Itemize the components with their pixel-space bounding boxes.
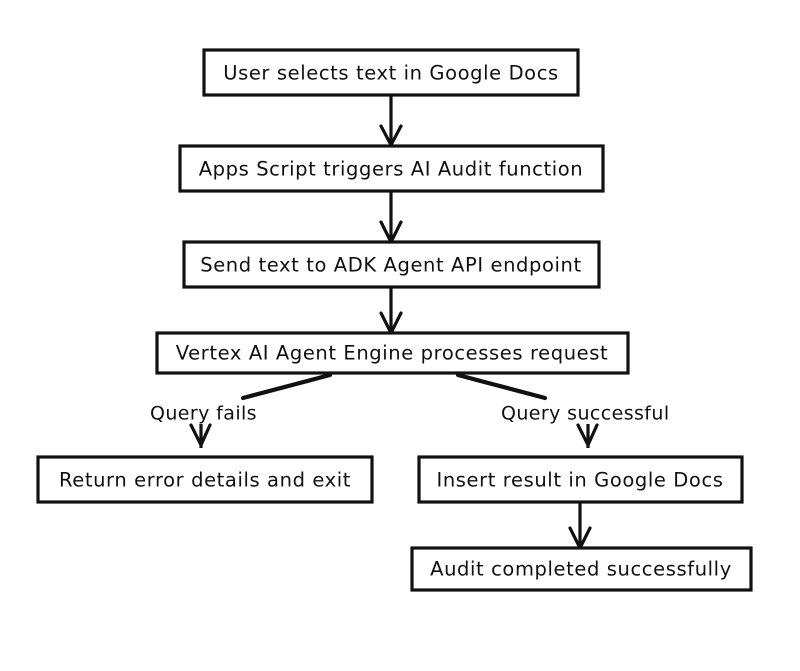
node-user-selects-text[interactable]: User selects text in Google Docs: [202, 48, 580, 97]
node-box: [410, 546, 753, 592]
edge-label-query-fails: Query fails: [150, 403, 257, 425]
edge-send-to-process: [379, 287, 403, 335]
node-insert-result-in-google-docs[interactable]: Insert result in Google Docs: [417, 455, 744, 504]
node-label: Audit completed successfully: [430, 558, 732, 581]
edge-process-to-error: [189, 372, 333, 448]
node-label: Return error details and exit: [59, 469, 351, 492]
node-apps-script-trigger[interactable]: Apps Script triggers AI Audit function: [178, 144, 605, 193]
node-return-error-details[interactable]: Return error details and exit: [36, 455, 374, 504]
node-audit-completed-successfully[interactable]: Audit completed successfully: [410, 546, 753, 592]
node-send-text-to-adk[interactable]: Send text to ADK Agent API endpoint: [182, 240, 601, 289]
node-box: [155, 331, 630, 375]
node-box: [36, 455, 374, 504]
edge-start-to-trigger: [379, 95, 403, 147]
node-box: [178, 144, 605, 193]
node-label: Insert result in Google Docs: [436, 469, 723, 492]
edge-label-query-successful: Query successful: [501, 403, 670, 425]
node-label: User selects text in Google Docs: [223, 62, 559, 85]
edge-process-to-insert: [455, 372, 599, 448]
edge-trigger-to-send: [379, 191, 403, 244]
branch-line-right: [455, 372, 548, 401]
node-label: Apps Script triggers AI Audit function: [199, 158, 584, 181]
node-label: Send text to ADK Agent API endpoint: [200, 254, 582, 277]
edge-insert-to-done: [568, 502, 592, 550]
node-vertex-ai-agent-engine[interactable]: Vertex AI Agent Engine processes request: [155, 331, 630, 375]
branch-line-left: [240, 372, 333, 401]
node-label: Vertex AI Agent Engine processes request: [176, 342, 609, 365]
node-box: [182, 240, 601, 289]
